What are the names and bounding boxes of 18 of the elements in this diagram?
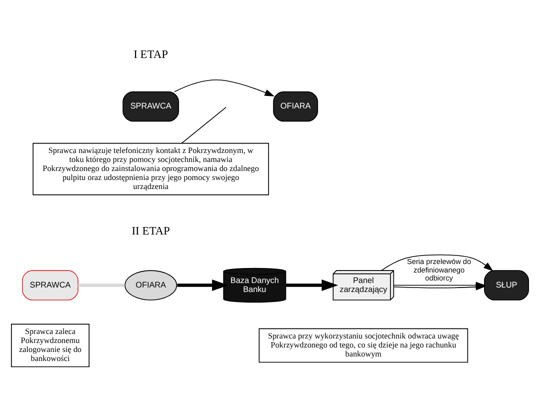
label: II ETAP: [132, 226, 170, 238]
node-box: SPRAWCA: [122, 91, 180, 122]
node-box: Sprawca przy wykorzystaniu socjotechnik odwraca uwagę Pokrzywdzonego od tego, co się dzieje na jego rachunku bankowym: [258, 328, 468, 363]
node-box: SŁUP: [484, 270, 529, 300]
arrow: [177, 280, 228, 291]
arrow: [393, 282, 486, 289]
node-box: SPRAWCA: [22, 270, 78, 300]
arrow: [174, 80, 275, 96]
label: I ETAP: [134, 49, 168, 62]
node-box: Sprawca nawiązuje telefoniczny kontakt z Pokrzywdzonym, w toku którego przy pomocy socjotechnik, namawia Pokrzywdzonego do zainstalowania oprogramowania do zdalnego pulpitu oraz udostępnienia przy jego pomocy swojego urządzenia: [32, 142, 269, 196]
node-box: Sprawca zaleca Pokrzywdzonemu zalogowanie się do bankowości: [11, 324, 90, 368]
connector: [78, 284, 125, 287]
arrow: [286, 280, 338, 291]
node-box: OFIARA: [273, 91, 318, 122]
connector: [181, 106, 226, 144]
node-ellipse: OFIARA: [124, 270, 178, 300]
edge-label: Seria przelewów do zdefiniowanego odbiorcy: [407, 257, 472, 283]
arrow: [381, 254, 494, 272]
